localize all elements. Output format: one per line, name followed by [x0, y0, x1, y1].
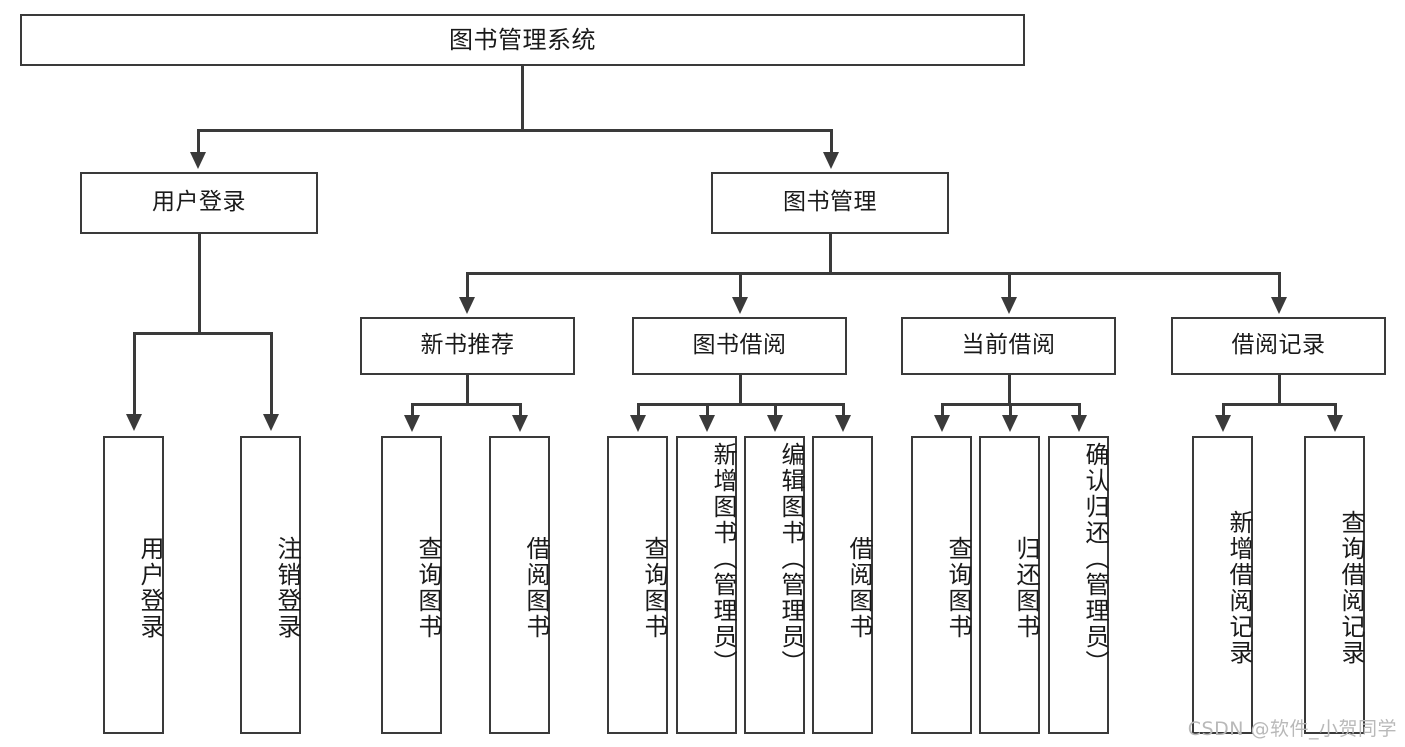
- connector-bm-to-book-borrow: [739, 272, 742, 299]
- connector-cb-to-leaf-2: [1009, 403, 1012, 418]
- connector-user-login-to-leaf-1: [133, 332, 136, 417]
- node-book-management[interactable]: 图书管理: [711, 172, 949, 234]
- node-label: 新增图书（管理员）: [709, 442, 737, 676]
- connector-bb-to-leaf-4: [842, 403, 845, 418]
- node-user-login[interactable]: 用户登录: [80, 172, 318, 234]
- connector-user-login-stem: [198, 234, 201, 334]
- node-label: 归还图书: [1012, 536, 1040, 640]
- leaf-current-borrow-confirm-return-admin[interactable]: 确认归还（管理员）: [1048, 436, 1109, 734]
- node-label: 查询图书: [640, 536, 668, 640]
- node-label: 编辑图书（管理员）: [777, 442, 805, 676]
- arrowhead-user-login-leaf-2: [263, 414, 279, 431]
- arrowhead-bb-leaf-4: [835, 415, 851, 432]
- arrowhead-bm-to-new-book: [459, 297, 475, 314]
- connector-bm-to-current-borrow: [1008, 272, 1011, 299]
- node-root-book-management-system[interactable]: 图书管理系统: [20, 14, 1025, 66]
- connector-cb-to-leaf-1: [941, 403, 944, 418]
- connector-current-borrow-stem: [1008, 375, 1011, 405]
- leaf-new-book-borrow-book[interactable]: 借阅图书: [489, 436, 550, 734]
- connector-bb-to-leaf-2: [706, 403, 709, 418]
- leaf-borrow-record-add-record[interactable]: 新增借阅记录: [1192, 436, 1253, 734]
- leaf-user-login-logout[interactable]: 注销登录: [240, 436, 301, 734]
- connector-root-bus: [197, 129, 833, 132]
- connector-bb-to-leaf-3: [774, 403, 777, 418]
- arrowhead-root-to-book-management: [823, 152, 839, 169]
- connector-book-management-stem: [829, 234, 832, 274]
- connector-root-to-book-management: [830, 129, 833, 155]
- leaf-book-borrow-edit-book-admin[interactable]: 编辑图书（管理员）: [744, 436, 805, 734]
- arrowhead-cb-leaf-2: [1002, 415, 1018, 432]
- leaf-borrow-record-query-record[interactable]: 查询借阅记录: [1304, 436, 1365, 734]
- arrowhead-user-login-leaf-1: [126, 414, 142, 431]
- node-label: 新增借阅记录: [1225, 510, 1253, 666]
- node-label: 用户登录: [152, 189, 246, 216]
- node-book-borrow[interactable]: 图书借阅: [632, 317, 847, 375]
- node-label: 图书管理: [783, 189, 877, 216]
- node-label: 图书管理系统: [449, 25, 596, 54]
- leaf-user-login-login[interactable]: 用户登录: [103, 436, 164, 734]
- connector-new-book-to-leaf-2: [519, 403, 522, 418]
- node-label: 借阅记录: [1231, 332, 1326, 359]
- connector-user-login-to-leaf-2: [270, 332, 273, 417]
- node-label: 注销登录: [273, 536, 301, 640]
- connector-book-borrow-stem: [739, 375, 742, 405]
- node-label: 借阅图书: [522, 536, 550, 640]
- arrowhead-bb-leaf-2: [699, 415, 715, 432]
- leaf-book-borrow-query-book[interactable]: 查询图书: [607, 436, 668, 734]
- connector-new-book-to-leaf-1: [411, 403, 414, 418]
- node-label: 新书推荐: [420, 332, 515, 359]
- connector-bm-to-borrow-record: [1278, 272, 1281, 299]
- leaf-current-borrow-return-book[interactable]: 归还图书: [979, 436, 1040, 734]
- node-label: 查询图书: [414, 536, 442, 640]
- arrowhead-bb-leaf-1: [630, 415, 646, 432]
- connector-new-book-bus: [411, 403, 521, 406]
- leaf-current-borrow-query-book[interactable]: 查询图书: [911, 436, 972, 734]
- node-borrow-record[interactable]: 借阅记录: [1171, 317, 1386, 375]
- arrowhead-bb-leaf-3: [767, 415, 783, 432]
- arrowhead-new-book-leaf-1: [404, 415, 420, 432]
- connector-borrow-record-stem: [1278, 375, 1281, 405]
- connector-borrow-record-bus: [1222, 403, 1336, 406]
- connector-new-book-stem: [466, 375, 469, 405]
- leaf-book-borrow-borrow-book[interactable]: 借阅图书: [812, 436, 873, 734]
- connector-root-to-user-login: [197, 129, 200, 155]
- node-label: 用户登录: [136, 536, 164, 640]
- connector-bm-to-new-book: [466, 272, 469, 299]
- arrowhead-new-book-leaf-2: [512, 415, 528, 432]
- node-label: 确认归还（管理员）: [1081, 442, 1109, 676]
- node-label: 查询借阅记录: [1337, 510, 1365, 666]
- connector-root-stem: [521, 66, 524, 131]
- arrowhead-root-to-user-login: [190, 152, 206, 169]
- arrowhead-bm-to-book-borrow: [732, 297, 748, 314]
- csdn-watermark: CSDN @软件_小贺同学: [1187, 718, 1397, 740]
- leaf-book-borrow-add-book-admin[interactable]: 新增图书（管理员）: [676, 436, 737, 734]
- connector-bb-to-leaf-1: [637, 403, 640, 418]
- node-current-borrow[interactable]: 当前借阅: [901, 317, 1116, 375]
- node-new-book-recommend[interactable]: 新书推荐: [360, 317, 575, 375]
- connector-user-login-bus: [133, 332, 272, 335]
- arrowhead-cb-leaf-3: [1071, 415, 1087, 432]
- arrowhead-cb-leaf-1: [934, 415, 950, 432]
- connector-br-to-leaf-2: [1334, 403, 1337, 418]
- node-label: 借阅图书: [845, 536, 873, 640]
- connector-cb-to-leaf-3: [1078, 403, 1081, 418]
- arrowhead-bm-to-current-borrow: [1001, 297, 1017, 314]
- connector-br-to-leaf-1: [1222, 403, 1225, 418]
- node-label: 查询图书: [944, 536, 972, 640]
- arrowhead-bm-to-borrow-record: [1271, 297, 1287, 314]
- arrowhead-br-leaf-1: [1215, 415, 1231, 432]
- arrowhead-br-leaf-2: [1327, 415, 1343, 432]
- leaf-new-book-query-book[interactable]: 查询图书: [381, 436, 442, 734]
- connector-book-management-bus: [466, 272, 1280, 275]
- connector-book-borrow-bus: [637, 403, 843, 406]
- node-label: 图书借阅: [692, 332, 787, 359]
- node-label: 当前借阅: [961, 332, 1056, 359]
